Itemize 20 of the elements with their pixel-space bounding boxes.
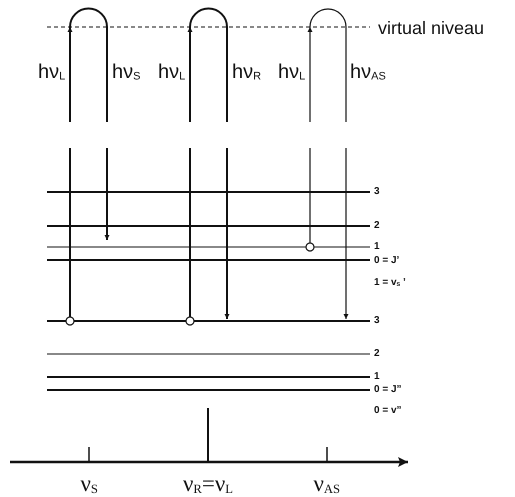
- photon-label: hν$_{AS}$: [350, 62, 386, 83]
- level-number: 0 = J”: [374, 385, 402, 395]
- level-label: virtual niveau: [378, 19, 484, 37]
- photon-label: hν$_{R}$: [232, 62, 262, 83]
- photon-label: hν$_{S}$: [112, 62, 140, 83]
- level-number: 0 = v”: [374, 406, 402, 416]
- photon-label: hν$_{L}$: [278, 62, 306, 83]
- level-number: 1: [374, 242, 380, 252]
- axis-label: ν$_{R}$=ν$_{L}$: [183, 472, 233, 496]
- axis-label: ν$_{AS}$: [314, 472, 340, 496]
- photon-label: hν$_{L}$: [158, 62, 186, 83]
- level-number: 2: [374, 349, 380, 359]
- level-number: 2: [374, 221, 380, 231]
- level-number: 1: [374, 372, 380, 382]
- photon-label: hν$_{L}$: [38, 62, 66, 83]
- axis-label: ν$_{S}$: [80, 472, 98, 496]
- level-number: 3: [374, 316, 380, 326]
- level-number: 0 = J’: [374, 256, 400, 266]
- level-number: 1 = v$_{S}$ ’: [374, 278, 406, 288]
- level-number: 3: [374, 187, 380, 197]
